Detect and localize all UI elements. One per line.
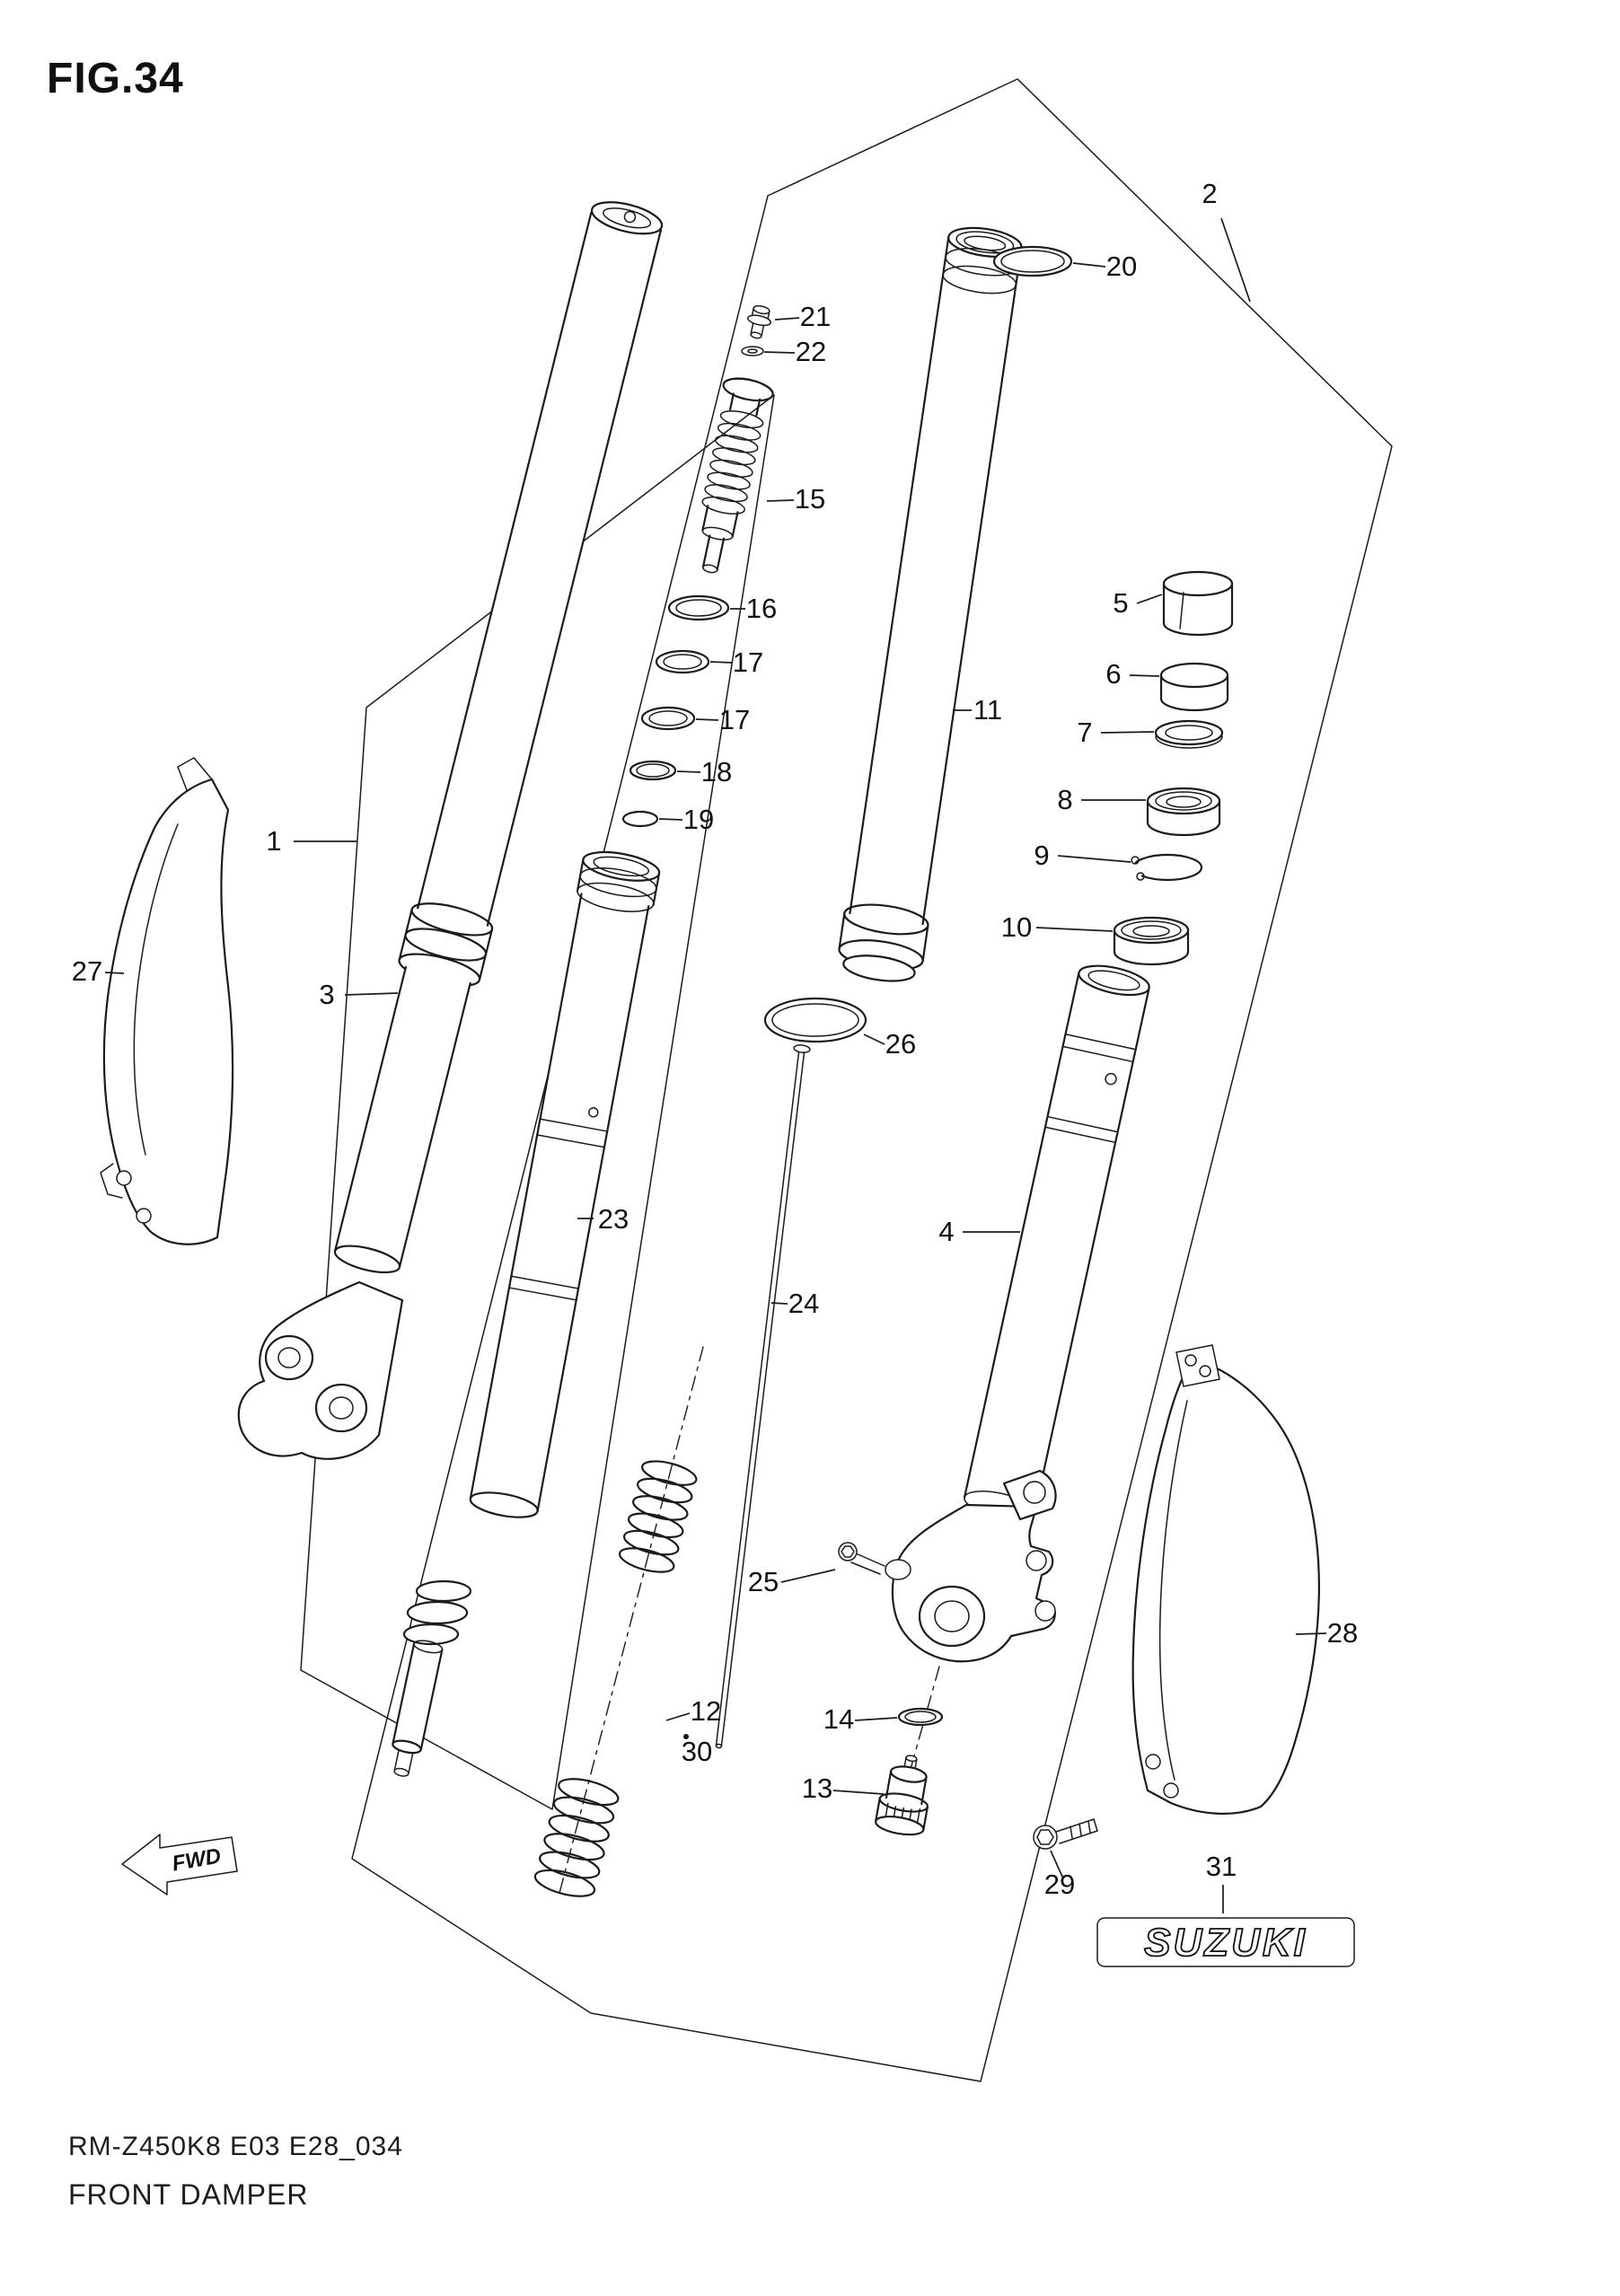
part-label-9: 9	[1034, 840, 1049, 871]
push-rod	[715, 1044, 811, 1749]
part-label-18: 18	[701, 756, 732, 787]
part-label-10: 10	[1001, 911, 1032, 943]
fwd-label: FWD	[171, 1843, 224, 1876]
damper-rod-end	[392, 1579, 472, 1777]
part-label-6: 6	[1105, 658, 1121, 690]
part-label-29: 29	[1044, 1869, 1075, 1900]
suzuki-decal: SUZUKI	[1096, 1917, 1355, 1967]
oil-seal-8	[1146, 787, 1221, 837]
ring-17a	[655, 649, 710, 674]
reference-dot	[683, 1734, 689, 1739]
slide-bushing-5	[1162, 570, 1234, 637]
part-label-14: 14	[823, 1703, 854, 1735]
seal-washer-7	[1154, 719, 1224, 749]
fork-protector-left	[100, 757, 234, 1245]
part-label-12: 12	[691, 1695, 721, 1727]
outer-border	[351, 78, 1393, 2082]
part-label-23: 23	[598, 1203, 629, 1235]
stopper-ring-9	[1125, 853, 1203, 882]
part-label-30: 30	[682, 1736, 712, 1767]
fork-spring-upper	[618, 1460, 698, 1573]
slider-tube	[963, 964, 1150, 1520]
leader-lines	[104, 217, 1327, 1913]
part-label-24: 24	[788, 1288, 819, 1319]
ring-19	[621, 810, 659, 828]
part-label-31: 31	[1206, 1851, 1237, 1882]
dust-seal-10	[1113, 916, 1190, 966]
o-ring-14	[897, 1707, 944, 1727]
fork-protector-right	[1131, 1344, 1320, 1815]
part-label-8: 8	[1057, 784, 1072, 815]
guide-bushing-6	[1159, 662, 1229, 712]
suzuki-logo-text: SUZUKI	[1144, 1921, 1307, 1965]
axle-clamp	[237, 1280, 404, 1460]
o-ring-20	[992, 245, 1073, 277]
fwd-arrow: FWD	[121, 1834, 238, 1896]
cap-gasket	[741, 346, 764, 356]
part-label-25: 25	[748, 1566, 779, 1597]
air-bleed-screw	[838, 1542, 885, 1575]
ring-17b	[640, 706, 696, 731]
part-label-17a: 17	[733, 647, 763, 678]
part-label-17b: 17	[719, 704, 750, 735]
protector-bolt	[1033, 1818, 1098, 1850]
part-label-16: 16	[746, 593, 777, 624]
fork-damper-assembly	[237, 201, 664, 1777]
part-label-11: 11	[973, 694, 1002, 726]
figure-name: FRONT DAMPER	[68, 2178, 309, 2211]
part-labels: 1 2 3 4 5 6 7 8 9 10 11 12 13 14 15 16 1…	[72, 178, 1358, 1900]
ring-18	[629, 760, 677, 781]
outer-tube	[469, 850, 661, 1518]
damper-cartridge	[701, 377, 774, 574]
part-label-7: 7	[1077, 717, 1092, 748]
figure-title: FIG.34	[47, 55, 184, 102]
part-label-3: 3	[319, 979, 334, 1010]
part-label-4: 4	[938, 1216, 954, 1247]
part-label-1: 1	[266, 825, 281, 857]
inner-tube	[838, 226, 1023, 982]
part-label-15: 15	[795, 483, 825, 515]
axle-bracket	[885, 1469, 1057, 1663]
part-label-28: 28	[1327, 1617, 1358, 1649]
part-label-2: 2	[1202, 178, 1217, 209]
model-code: RM-Z450K8 E03 E28_034	[68, 2132, 403, 2161]
part-label-20: 20	[1106, 251, 1137, 282]
ring-16	[667, 594, 730, 621]
rebound-adjuster	[875, 1755, 929, 1836]
part-label-27: 27	[72, 955, 102, 987]
part-label-26: 26	[885, 1028, 916, 1060]
cap-bolt	[746, 304, 772, 339]
part-label-21: 21	[800, 301, 831, 332]
part-label-13: 13	[802, 1773, 832, 1804]
part-label-19: 19	[683, 804, 714, 835]
o-ring-26	[763, 997, 867, 1043]
part-label-22: 22	[796, 336, 826, 367]
fork-spring-lower	[533, 1778, 620, 1897]
part-label-5: 5	[1113, 587, 1128, 619]
